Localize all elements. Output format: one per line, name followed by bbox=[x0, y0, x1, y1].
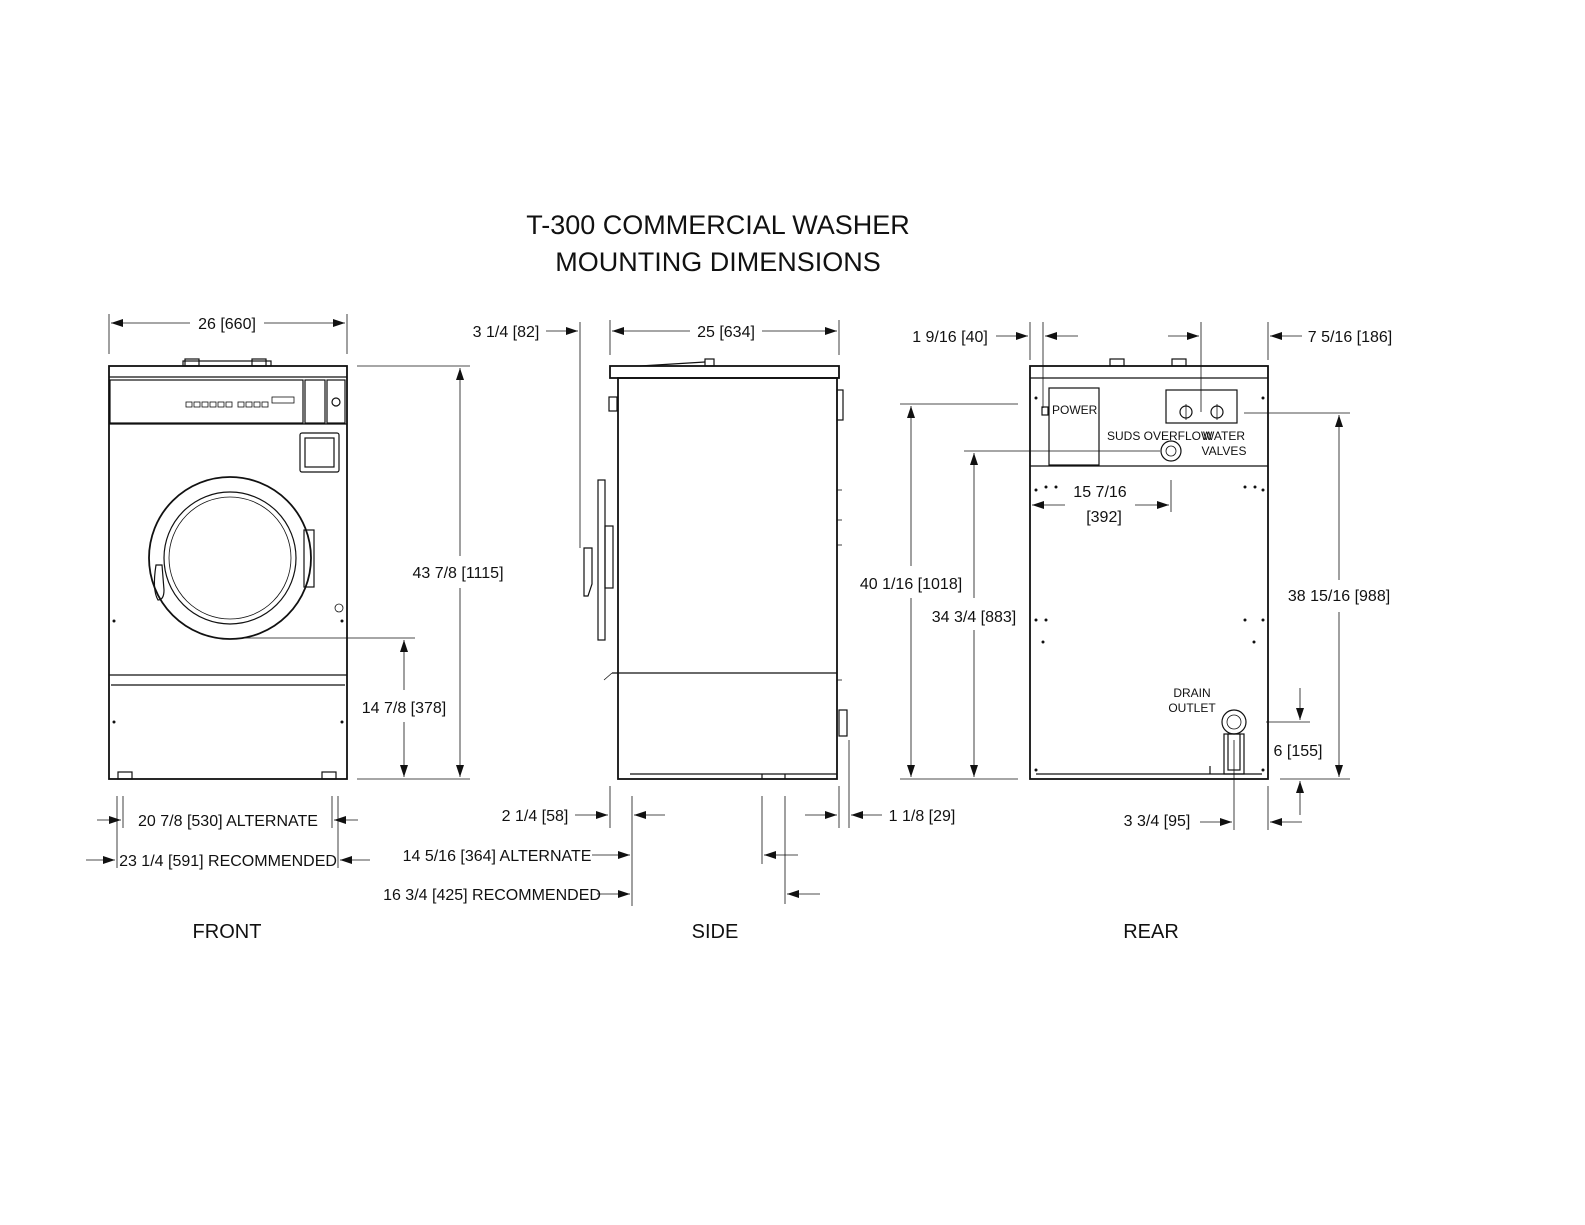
drain-label: DRAIN bbox=[1173, 686, 1210, 700]
suds-overflow-label: SUDS OVERFLOW bbox=[1107, 429, 1213, 443]
power-box bbox=[1048, 387, 1100, 466]
panel-buttons bbox=[185, 396, 295, 408]
front-view bbox=[108, 358, 348, 780]
rear-view-label: REAR bbox=[1123, 921, 1179, 943]
coin-box bbox=[304, 379, 326, 424]
suds-offset-label-b: [392] bbox=[1086, 509, 1122, 526]
power-label: POWER bbox=[1052, 403, 1098, 417]
control-panel bbox=[109, 379, 304, 424]
suds-offset-label-a: 15 7/16 bbox=[1073, 484, 1126, 501]
title-line-2: MOUNTING DIMENSIONS bbox=[555, 247, 881, 277]
drain-outlet bbox=[1221, 709, 1247, 735]
side-view-label: SIDE bbox=[692, 921, 739, 943]
side-handle-label: 3 1/4 [82] bbox=[473, 324, 540, 341]
front-recommended-label: 23 1/4 [591] RECOMMENDED bbox=[119, 853, 337, 870]
water-height-label: 38 15/16 [988] bbox=[1288, 588, 1390, 605]
door bbox=[148, 476, 315, 640]
side-alternate-label: 14 5/16 [364] ALTERNATE bbox=[403, 848, 592, 865]
front-dimensions: 26 [660] 43 7/8 [1115] 14 7/8 [378] 20 7… bbox=[86, 314, 504, 870]
front-width-label: 26 [660] bbox=[198, 316, 256, 333]
side-door bbox=[597, 479, 606, 641]
door-center-label: 14 7/8 [378] bbox=[362, 700, 447, 717]
right-offset-label: 7 5/16 [186] bbox=[1308, 329, 1393, 346]
drain-offset-label: 3 3/4 [95] bbox=[1124, 813, 1191, 830]
side-cabinet bbox=[617, 377, 838, 780]
drain-height-label: 6 [155] bbox=[1274, 743, 1323, 760]
side-handle bbox=[583, 547, 593, 597]
water-label: WATER bbox=[1203, 429, 1245, 443]
side-top bbox=[609, 365, 840, 379]
water-valve-plate bbox=[1165, 389, 1238, 424]
side-recommended-label: 16 3/4 [425] RECOMMENDED bbox=[383, 887, 601, 904]
suds-overflow-port bbox=[1160, 440, 1182, 462]
rear-cabinet bbox=[1029, 365, 1269, 780]
side-view bbox=[583, 358, 848, 780]
suds-height-label: 34 3/4 [883] bbox=[932, 609, 1017, 626]
title-line-1: T-300 COMMERCIAL WASHER bbox=[526, 210, 910, 240]
power-height-label: 40 1/16 [1018] bbox=[860, 576, 962, 593]
rear-dimensions: 1 9/16 [40] 7 5/16 [186] 40 1/16 [1018] … bbox=[860, 322, 1392, 830]
front-cabinet bbox=[108, 365, 348, 780]
side-dimensions: 25 [634] 3 1/4 [82] 2 1/4 [58] 1 1/8 [29… bbox=[383, 320, 955, 906]
side-front-offset-label: 2 1/4 [58] bbox=[502, 808, 569, 825]
valves-label: VALVES bbox=[1202, 444, 1247, 458]
rear-view bbox=[1029, 358, 1269, 780]
outlet-label: OUTLET bbox=[1168, 701, 1216, 715]
soap-dispenser bbox=[299, 432, 340, 473]
front-view-label: FRONT bbox=[193, 921, 262, 943]
power-offset-label: 1 9/16 [40] bbox=[912, 329, 988, 346]
front-alternate-label: 20 7/8 [530] ALTERNATE bbox=[138, 813, 318, 830]
front-height-label: 43 7/8 [1115] bbox=[412, 565, 503, 582]
side-rear-offset-label: 1 1/8 [29] bbox=[889, 808, 956, 825]
side-depth-label: 25 [634] bbox=[697, 324, 755, 341]
